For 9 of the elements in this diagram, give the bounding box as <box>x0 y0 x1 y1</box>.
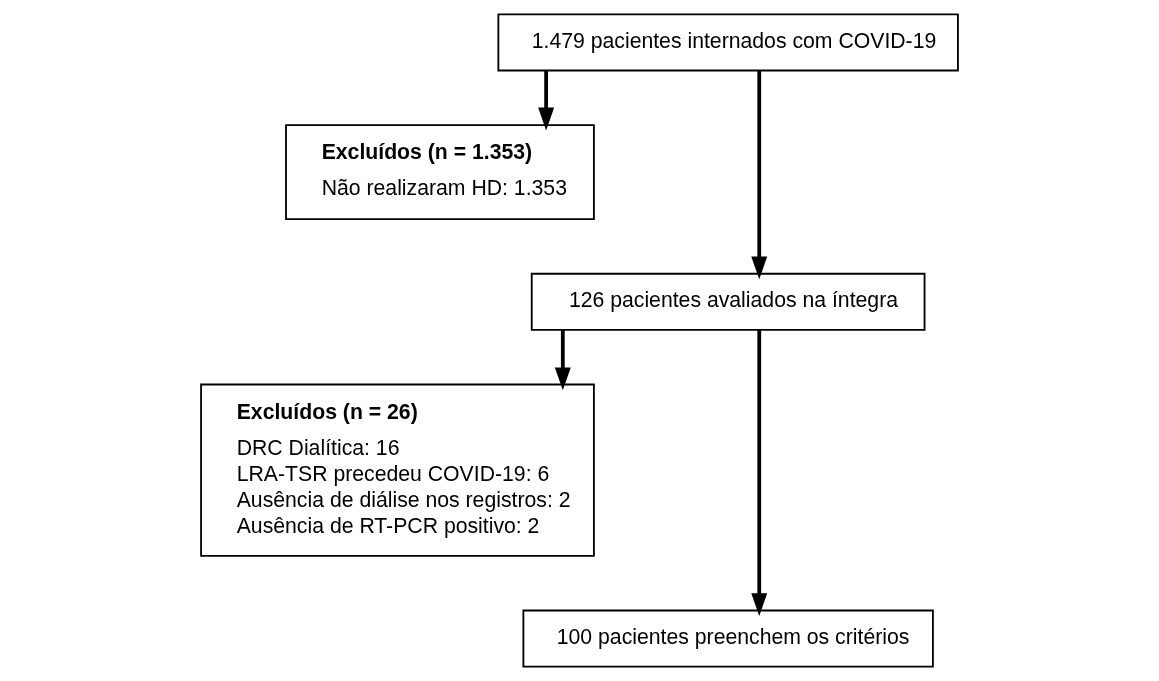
node-box: 100 pacientes preenchem os critérios <box>522 609 934 668</box>
arrow <box>554 330 571 391</box>
arrow <box>751 329 768 616</box>
node-box: Excluídos (n = 1.353) Não realizaram HD: 1.353 <box>285 124 595 221</box>
arrow <box>538 70 555 131</box>
node-box: 1.479 pacientes internados com COVID-19 <box>497 13 959 72</box>
node-box: Excluídos (n = 26) DRC Dialítica: 16 LRA-TSR precedeu COVID-19: 6 Ausência de diálise nos registros: 2 Ausência de RT-PCR positivo: 2 <box>200 383 595 557</box>
arrow <box>751 70 768 280</box>
node-box: 126 pacientes avaliados na íntegra <box>530 272 926 331</box>
